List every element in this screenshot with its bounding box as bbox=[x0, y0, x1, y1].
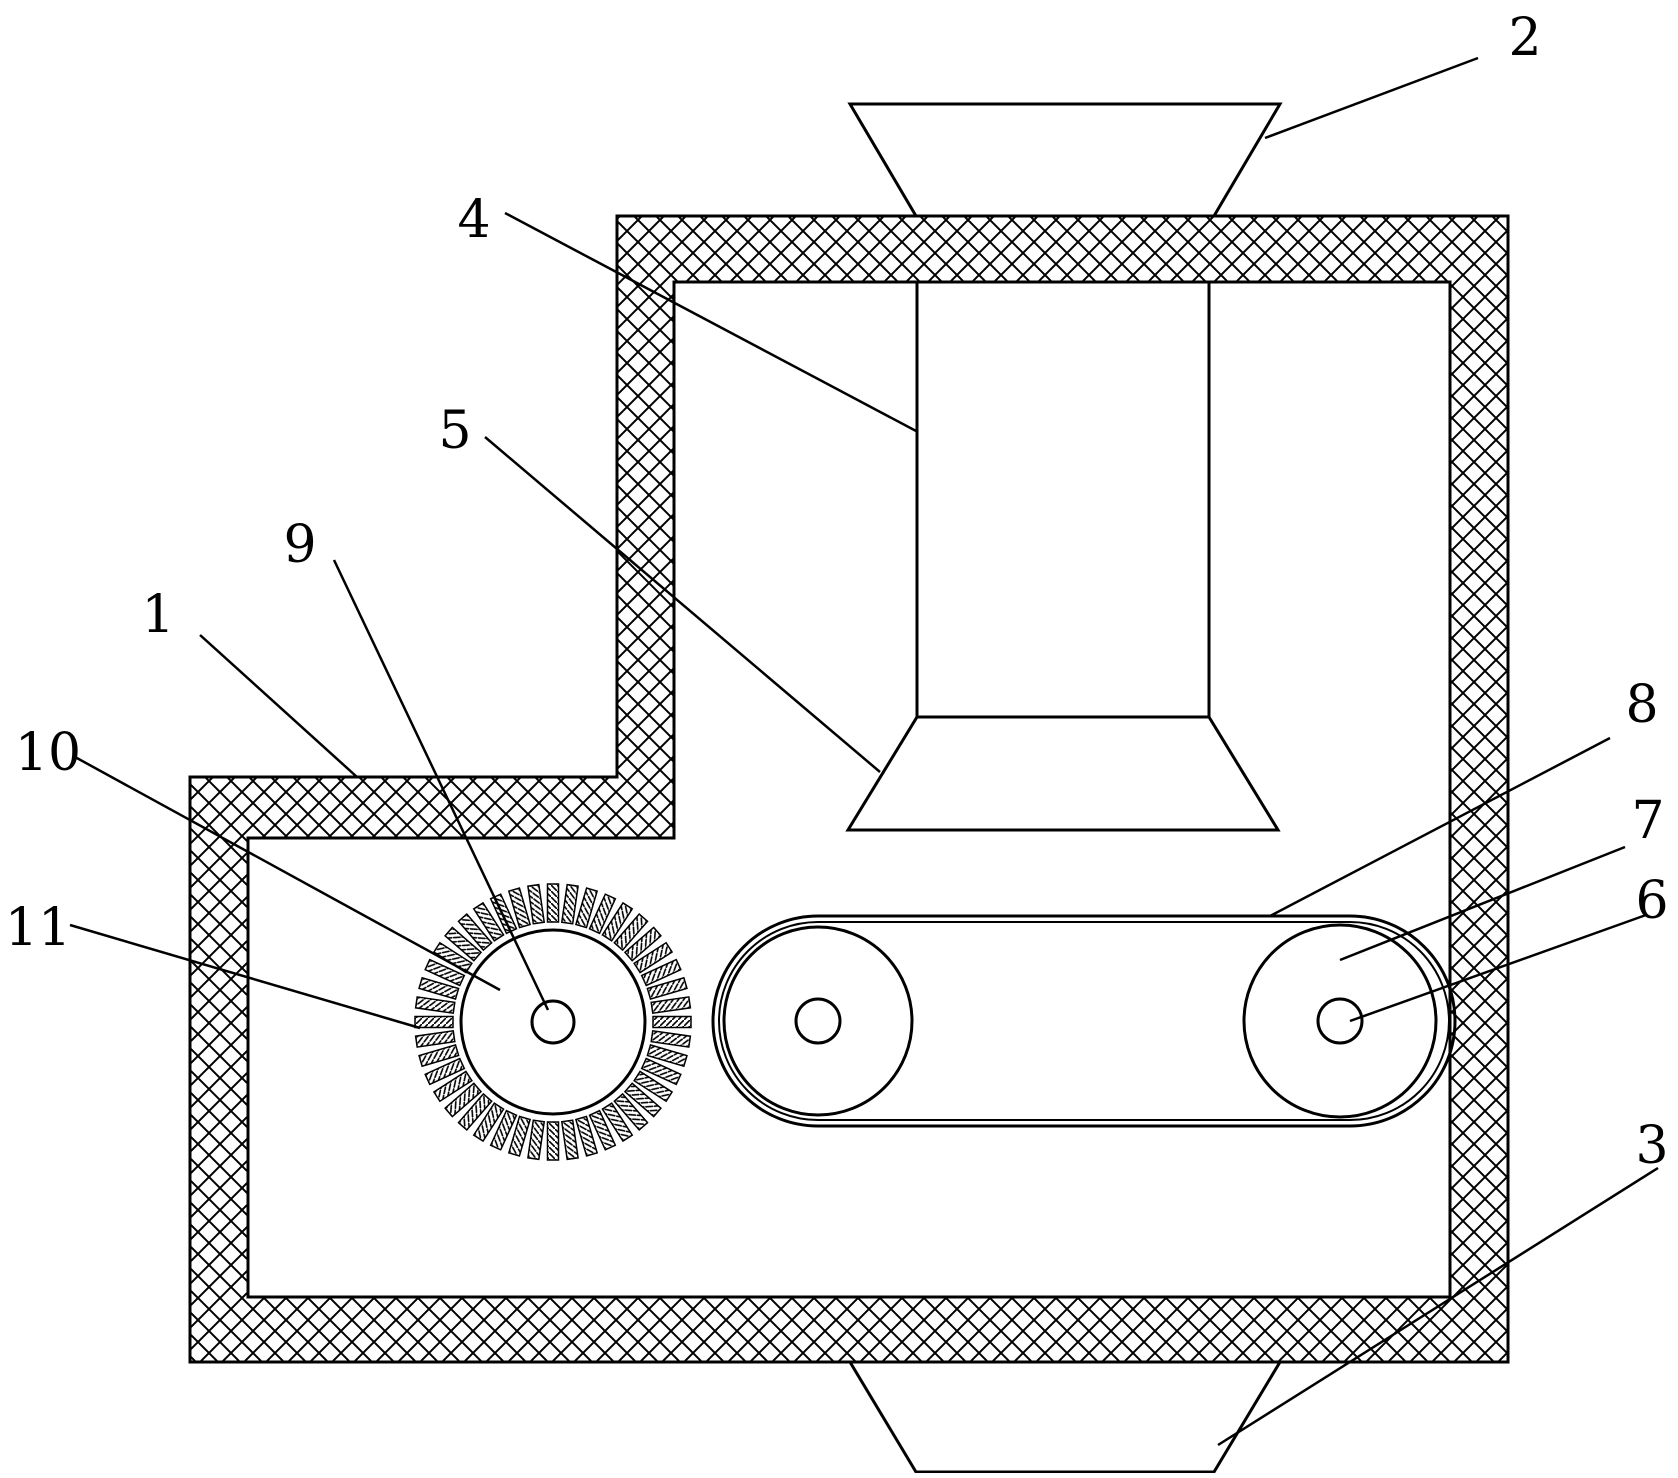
bristle bbox=[432, 1070, 473, 1103]
bristle bbox=[489, 1109, 518, 1151]
inlet-hopper bbox=[847, 102, 1283, 218]
label-5: 5 bbox=[438, 401, 471, 461]
bristle bbox=[546, 1121, 560, 1161]
bristle bbox=[444, 1082, 483, 1118]
bristle bbox=[424, 1057, 466, 1086]
label-11: 11 bbox=[5, 898, 71, 958]
bristle bbox=[633, 941, 674, 974]
bristle bbox=[507, 887, 532, 929]
bristle bbox=[414, 1029, 456, 1048]
bristle bbox=[650, 1029, 692, 1048]
leader-line-6 bbox=[1349, 913, 1647, 1023]
bristle bbox=[414, 1015, 454, 1029]
flared-mouth bbox=[845, 715, 1281, 832]
label-6: 6 bbox=[1635, 871, 1668, 931]
bristle bbox=[527, 883, 546, 925]
bristle bbox=[418, 976, 460, 1001]
bristle bbox=[507, 1115, 532, 1157]
leader-line-2 bbox=[1264, 56, 1479, 140]
bristle bbox=[560, 883, 579, 925]
guide-chute bbox=[915, 280, 1211, 719]
outlet-hopper bbox=[847, 1360, 1283, 1474]
label-3: 3 bbox=[1635, 1116, 1668, 1176]
leader-line-11 bbox=[69, 923, 421, 1030]
bristle bbox=[424, 958, 466, 987]
bristle bbox=[457, 913, 493, 952]
bristle bbox=[652, 1015, 692, 1029]
bristle bbox=[472, 1102, 505, 1143]
conveyor-belt bbox=[711, 914, 1457, 1128]
bristle bbox=[546, 883, 560, 923]
bristle bbox=[414, 996, 456, 1015]
leader-line-10 bbox=[74, 755, 501, 992]
leader-line-4 bbox=[504, 211, 919, 434]
bristle bbox=[646, 1043, 688, 1068]
bristle bbox=[640, 958, 682, 987]
bristle bbox=[527, 1119, 546, 1161]
label-7: 7 bbox=[1631, 791, 1664, 851]
bristle bbox=[574, 1115, 599, 1157]
bristle bbox=[418, 1043, 460, 1068]
leader-line-9 bbox=[332, 559, 550, 1011]
leader-line-5 bbox=[484, 436, 881, 773]
bristle bbox=[623, 1082, 662, 1118]
housing-wall bbox=[188, 214, 1510, 1364]
leader-lines bbox=[69, 56, 1659, 1447]
bristle bbox=[574, 887, 599, 929]
leader-line-7 bbox=[1339, 845, 1626, 962]
bristle bbox=[588, 893, 617, 935]
label-4: 4 bbox=[457, 190, 490, 250]
bristle bbox=[646, 976, 688, 1001]
brush-bristles bbox=[414, 883, 692, 1161]
bristle bbox=[444, 926, 483, 962]
left-roller-shaft bbox=[794, 997, 842, 1045]
leader-line-8 bbox=[1269, 736, 1611, 918]
label-9: 9 bbox=[283, 515, 316, 575]
brush-shaft bbox=[530, 999, 576, 1045]
bristle bbox=[560, 1119, 579, 1161]
bristle bbox=[601, 1102, 634, 1143]
leader-line-3 bbox=[1217, 1166, 1659, 1447]
bristle bbox=[457, 1092, 493, 1131]
label-10: 10 bbox=[15, 723, 81, 783]
bristle bbox=[640, 1057, 682, 1086]
bristle bbox=[633, 1070, 674, 1103]
bristle bbox=[472, 901, 505, 942]
leader-line-1 bbox=[199, 634, 358, 778]
right-roller-shaft bbox=[1316, 997, 1364, 1045]
bristle bbox=[650, 996, 692, 1015]
bristle bbox=[613, 1092, 649, 1131]
bristle bbox=[601, 901, 634, 942]
label-2: 2 bbox=[1508, 8, 1541, 68]
bristle bbox=[613, 913, 649, 952]
bristle bbox=[588, 1109, 617, 1151]
label-1: 1 bbox=[141, 585, 174, 645]
bristle bbox=[623, 926, 662, 962]
conveyor-belt-inner bbox=[718, 921, 1450, 1121]
label-8: 8 bbox=[1625, 675, 1658, 735]
